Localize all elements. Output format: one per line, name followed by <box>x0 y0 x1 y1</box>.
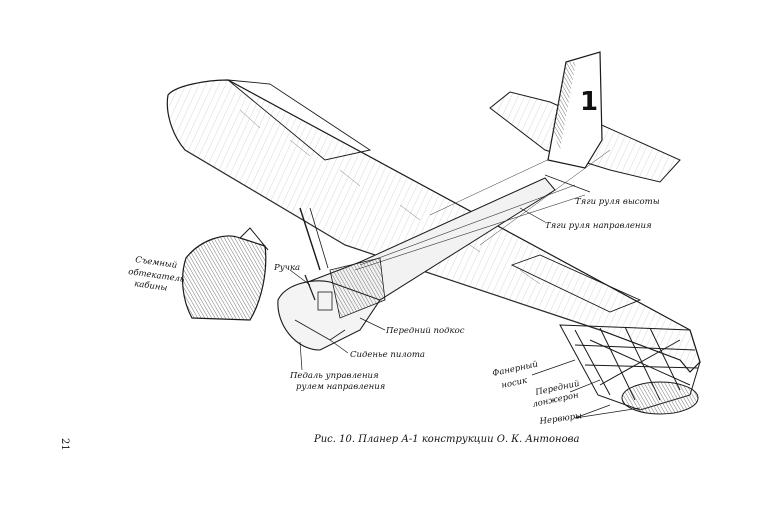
cabin-fairing <box>182 227 269 321</box>
label-stick: Ручка <box>273 263 300 273</box>
label-pedal-2: рулем направления <box>296 382 386 392</box>
label-pedal-1: Педаль управления <box>289 371 379 381</box>
tail-number: 1 <box>580 87 598 117</box>
wing-tip-structure <box>559 324 701 415</box>
label-front-strut: Передний подкос <box>385 326 465 336</box>
label-plywood-nose-1: Фанерный <box>492 360 539 379</box>
label-plywood-nose-2: носик <box>501 376 529 391</box>
page-number: 21 <box>59 438 70 451</box>
cockpit <box>277 257 386 351</box>
figure-caption: Рис. 10. Планер А-1 конструкции О. К. Ан… <box>313 434 579 445</box>
label-ribs: Нервюры <box>538 411 583 427</box>
label-elevator-cables: Тяги руля высоты <box>575 197 660 207</box>
label-rudder-cables: Тяги руля направления <box>545 221 652 231</box>
wing <box>166 79 701 373</box>
leader-lines <box>289 174 641 419</box>
tail: 1 <box>489 51 681 183</box>
label-fairing-3: кабины <box>134 278 169 294</box>
label-pilot-seat: Сиденье пилота <box>350 350 425 360</box>
